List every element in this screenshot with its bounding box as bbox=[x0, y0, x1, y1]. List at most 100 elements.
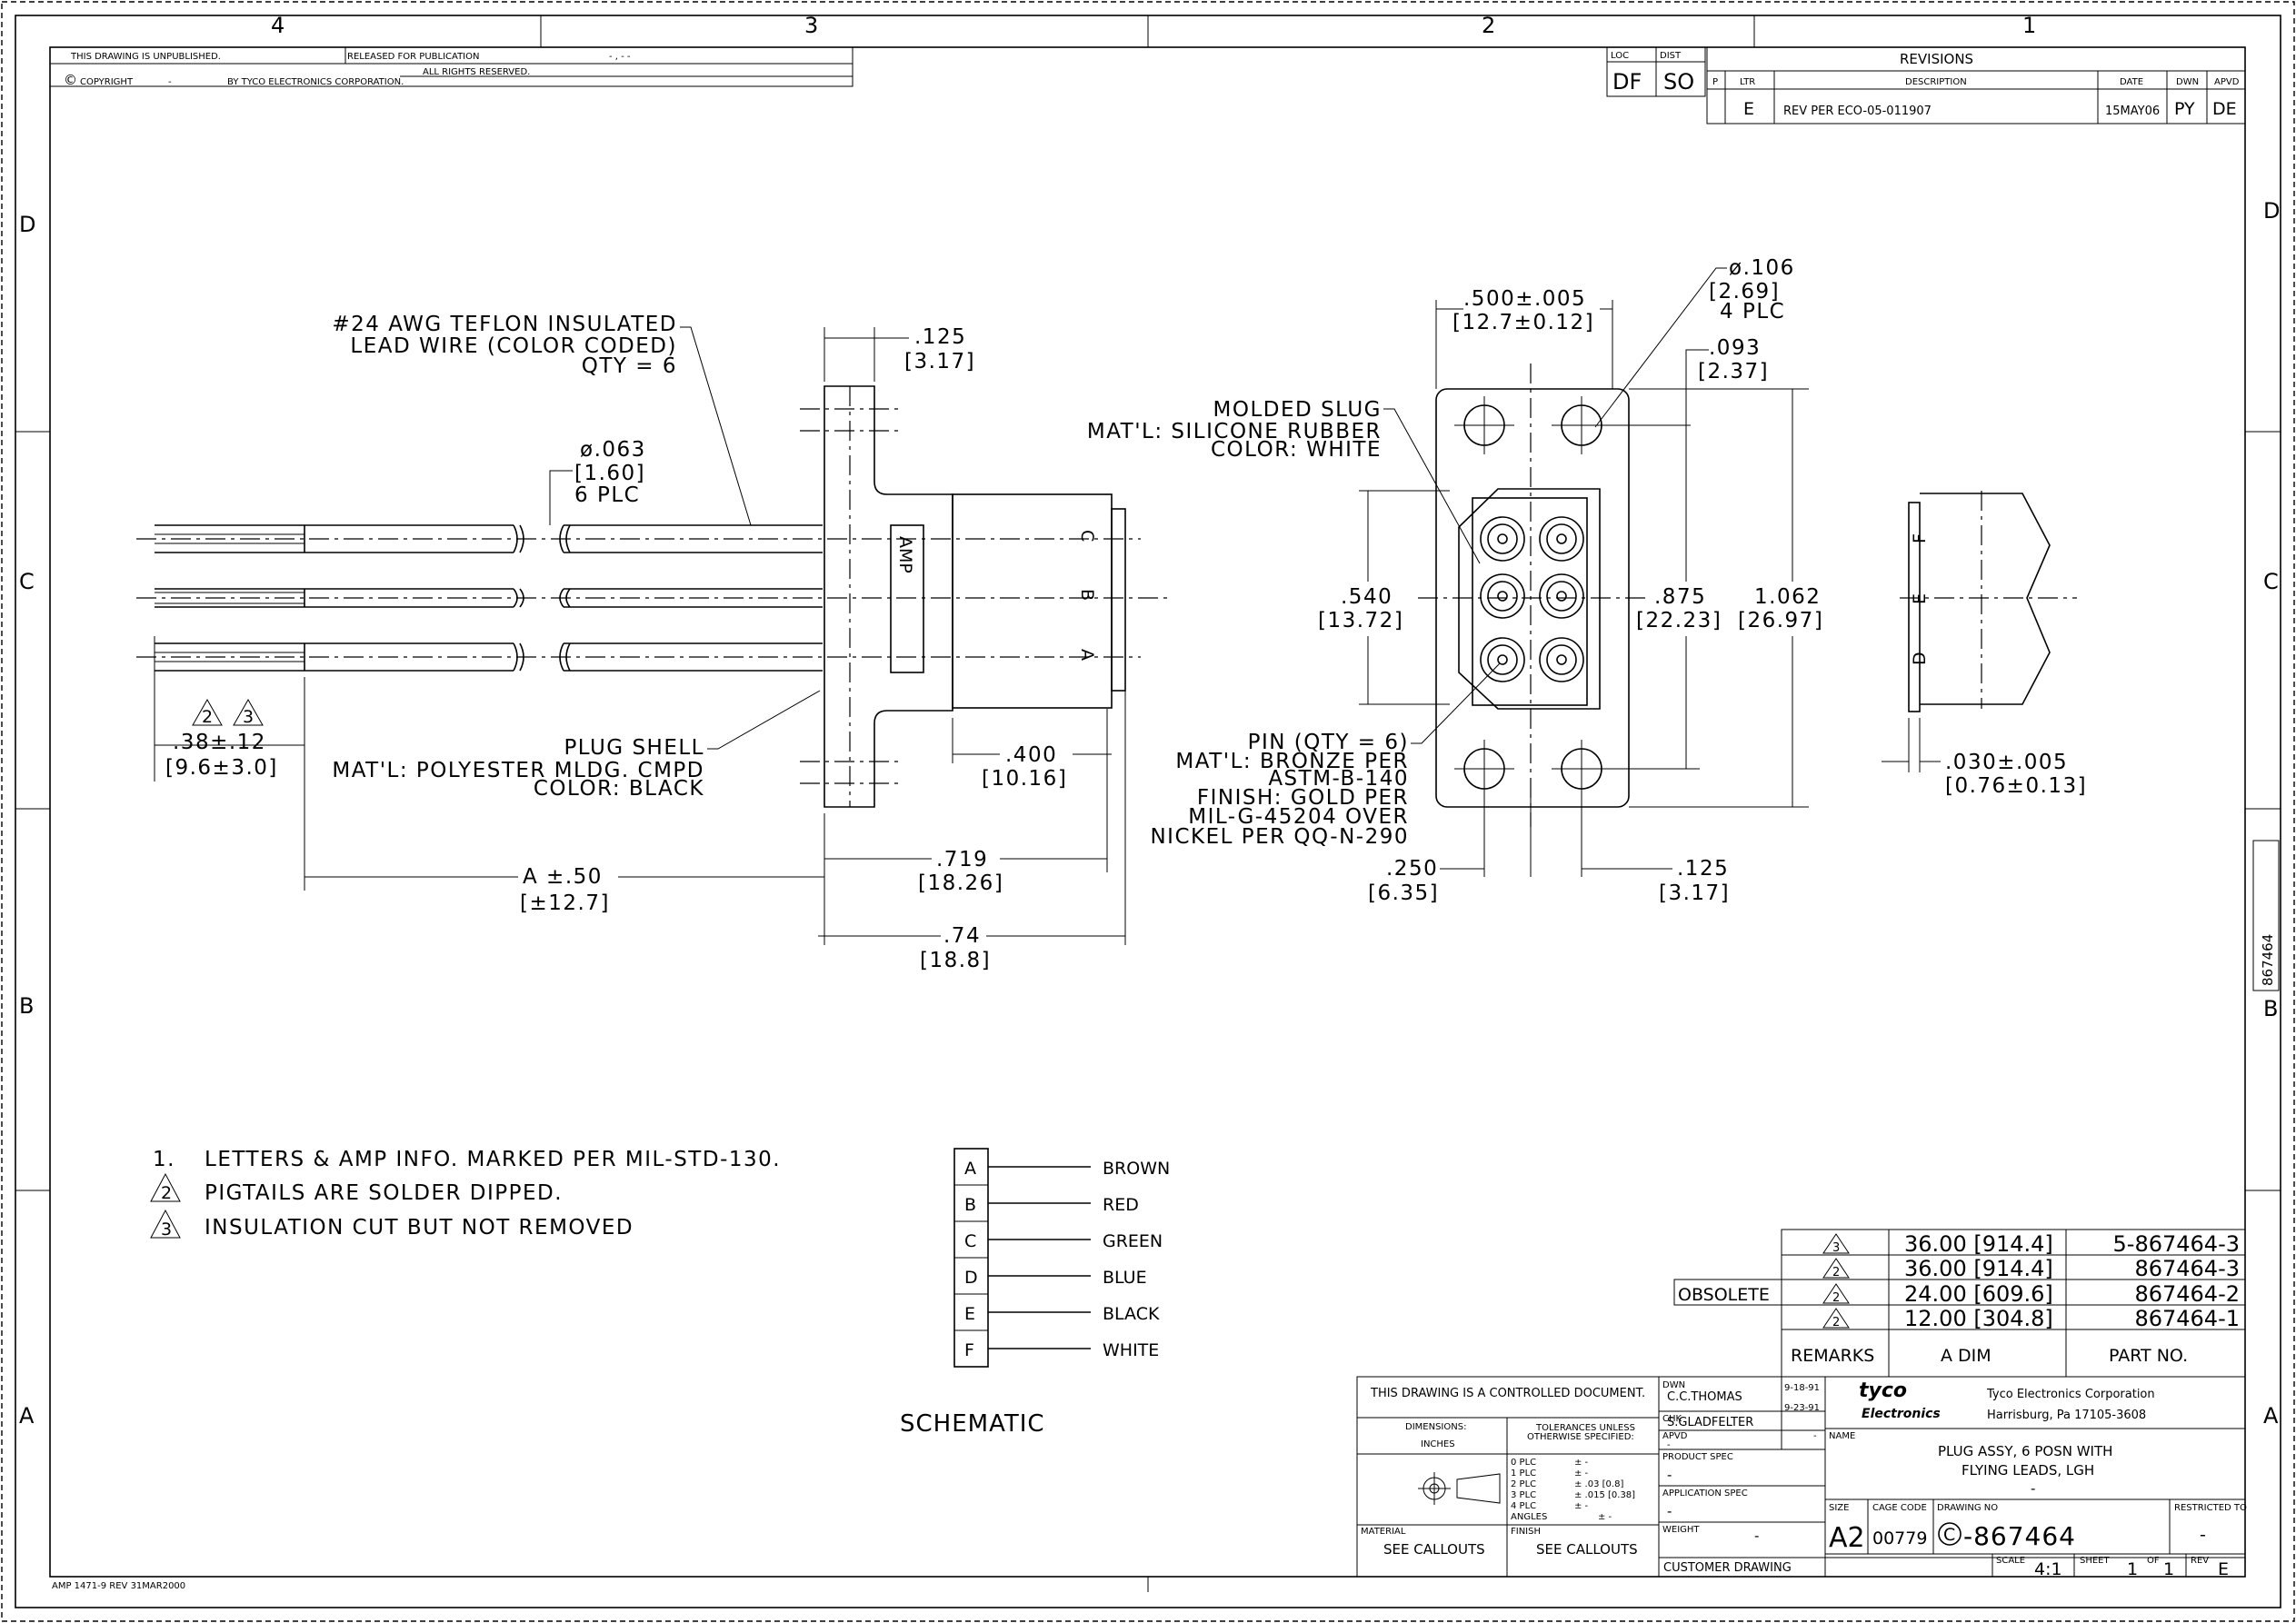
a-dim-value: 36.00 [914.4] bbox=[1904, 1231, 2053, 1257]
company-address: Harrisburg, Pa 17105-3608 bbox=[1987, 1409, 2146, 1422]
svg-text:0 PLC: 0 PLC bbox=[1511, 1458, 1536, 1468]
schematic-pin: D bbox=[964, 1268, 978, 1288]
svg-text:DESCRIPTION: DESCRIPTION bbox=[1905, 77, 1967, 87]
svg-text:©: © bbox=[64, 72, 77, 88]
part-number: 867464-3 bbox=[2134, 1256, 2240, 1281]
schematic-pin: F bbox=[964, 1340, 974, 1360]
svg-text:[2.37]: [2.37] bbox=[1698, 360, 1769, 383]
zone-label-left: D bbox=[19, 212, 35, 237]
checked-by: S.GLADFELTER bbox=[1667, 1416, 1753, 1429]
zone-label-right: C bbox=[2263, 569, 2279, 594]
svg-text:9-18-91: 9-18-91 bbox=[1784, 1383, 1820, 1393]
finish-value: SEE CALLOUTS bbox=[1536, 1541, 1638, 1558]
svg-text:[10.16]: [10.16] bbox=[982, 767, 1067, 791]
svg-text:[13.72]: [13.72] bbox=[1318, 609, 1403, 632]
schematic-pin: C bbox=[964, 1231, 976, 1251]
customer-drawing: CUSTOMER DRAWING bbox=[1663, 1561, 1792, 1575]
cavity-letter: A bbox=[1077, 649, 1097, 661]
plug-shell: AMP C B A bbox=[800, 385, 1126, 808]
svg-text:INCHES: INCHES bbox=[1421, 1439, 1455, 1449]
svg-text:[3.17]: [3.17] bbox=[904, 350, 975, 373]
dim-875: .875 bbox=[1654, 585, 1706, 609]
material-value: SEE CALLOUTS bbox=[1383, 1541, 1485, 1558]
svg-text:2: 2 bbox=[1832, 1291, 1840, 1305]
svg-text:FINISH: FINISH bbox=[1511, 1527, 1541, 1537]
svg-text:± -: ± - bbox=[1574, 1469, 1589, 1479]
svg-text:REV: REV bbox=[2191, 1556, 2209, 1566]
dim-125b: .125 bbox=[1677, 857, 1729, 881]
svg-text:1 PLC: 1 PLC bbox=[1511, 1469, 1536, 1479]
schematic-wire-color: WHITE bbox=[1103, 1340, 1159, 1360]
dim-250: .250 bbox=[1386, 857, 1438, 881]
svg-text:C: C bbox=[1943, 1525, 1955, 1545]
svg-text:- , - -: - , - - bbox=[609, 52, 631, 62]
svg-text:MATERIAL: MATERIAL bbox=[1361, 1527, 1406, 1537]
note-text: INSULATION CUT BUT NOT REMOVED bbox=[205, 1216, 634, 1240]
svg-text:-: - bbox=[168, 77, 172, 87]
schematic-wire-color: RED bbox=[1103, 1195, 1139, 1215]
pin-note: NICKEL PER QQ-N-290 bbox=[1150, 825, 1409, 849]
svg-text:OF: OF bbox=[2147, 1556, 2160, 1566]
dim-1062: 1.062 bbox=[1754, 585, 1821, 609]
part-number: 867464-1 bbox=[2134, 1306, 2240, 1331]
svg-text:[±12.7]: [±12.7] bbox=[520, 891, 610, 915]
title-block: THIS DRAWING IS A CONTROLLED DOCUMENT. D… bbox=[1356, 1376, 2247, 1579]
svg-text:4 PLC: 4 PLC bbox=[1720, 300, 1785, 324]
sheet-size: A2 bbox=[1829, 1522, 1865, 1554]
dim-719: .719 bbox=[936, 848, 988, 871]
slug-note: MOLDED SLUG bbox=[1213, 398, 1382, 422]
svg-text:3 PLC: 3 PLC bbox=[1511, 1490, 1536, 1500]
svg-text:2 PLC: 2 PLC bbox=[1511, 1479, 1536, 1489]
mounting-hole bbox=[1454, 396, 1612, 798]
svg-text:LOC: LOC bbox=[1611, 51, 1629, 61]
dim-540: .540 bbox=[1341, 585, 1393, 609]
a-dim-value: 24.00 [609.6] bbox=[1904, 1281, 2053, 1307]
rear-view: F E D .030±.005 [0.76±0.13] bbox=[1882, 491, 2086, 798]
svg-text:[26.97]: [26.97] bbox=[1738, 609, 1823, 632]
lead-wires bbox=[136, 524, 1168, 891]
pin-note: PIN (QTY = 6) bbox=[1248, 731, 1409, 754]
zone-label-right: B bbox=[2263, 996, 2278, 1021]
cavity-letter: C bbox=[1077, 530, 1097, 542]
svg-text:DIST: DIST bbox=[1660, 51, 1682, 61]
svg-text:DF: DF bbox=[1612, 69, 1642, 95]
zone-label-right: D bbox=[2263, 198, 2280, 224]
inner-border bbox=[15, 15, 2281, 1608]
schematic: A B C D E F BROWN RED GREEN BLUE BLACK W… bbox=[900, 1148, 1170, 1438]
svg-text:APVD: APVD bbox=[1662, 1431, 1688, 1441]
schematic-pin: E bbox=[964, 1304, 975, 1324]
svg-text:-: - bbox=[1754, 1528, 1759, 1544]
svg-text:[22.23]: [22.23] bbox=[1636, 609, 1722, 632]
svg-text:[3.17]: [3.17] bbox=[1659, 881, 1730, 905]
note-marker: 1. bbox=[153, 1148, 175, 1171]
svg-text:3: 3 bbox=[1832, 1241, 1840, 1255]
svg-text:P: P bbox=[1712, 77, 1718, 87]
svg-text:APVD: APVD bbox=[2214, 77, 2240, 87]
contact-pin bbox=[1480, 516, 1584, 682]
column-header: A DIM bbox=[1941, 1346, 1992, 1366]
svg-text:Electronics: Electronics bbox=[1862, 1407, 1941, 1421]
schematic-wire-color: BLUE bbox=[1103, 1268, 1147, 1288]
svg-text:[1.60]: [1.60] bbox=[574, 462, 645, 485]
zone-label-right: A bbox=[2263, 1403, 2279, 1429]
wire-note: LEAD WIRE (COLOR CODED) bbox=[350, 334, 677, 358]
pin-note: ASTM-B-140 bbox=[1268, 767, 1409, 791]
svg-text:COPYRIGHT: COPYRIGHT bbox=[80, 77, 134, 87]
cavity-letter: F bbox=[1910, 533, 1930, 543]
svg-text:± -: ± - bbox=[1574, 1458, 1589, 1468]
schematic-wire-color: BLACK bbox=[1103, 1304, 1160, 1324]
a-dim-value: 12.00 [304.8] bbox=[1904, 1306, 2053, 1331]
svg-text:REVISIONS: REVISIONS bbox=[1900, 51, 1973, 67]
revision: E bbox=[2218, 1559, 2229, 1579]
svg-text:± .015 [0.38]: ± .015 [0.38] bbox=[1574, 1490, 1635, 1500]
note-text: PIGTAILS ARE SOLDER DIPPED. bbox=[205, 1181, 563, 1205]
svg-text:OTHERWISE SPECIFIED:: OTHERWISE SPECIFIED: bbox=[1527, 1432, 1634, 1442]
dim-dia-106: ø.106 bbox=[1729, 256, 1795, 280]
front-view: .500±.005 [12.7±0.12] ø.106 [2.69] 4 PLC… bbox=[1087, 256, 1823, 905]
svg-text:[9.6±3.0]: [9.6±3.0] bbox=[165, 756, 278, 780]
svg-text:SCALE: SCALE bbox=[1996, 1556, 2025, 1566]
schematic-wire-color: GREEN bbox=[1103, 1231, 1163, 1251]
svg-text:SHEET: SHEET bbox=[2080, 1556, 2111, 1566]
svg-text:[18.26]: [18.26] bbox=[918, 871, 1003, 895]
